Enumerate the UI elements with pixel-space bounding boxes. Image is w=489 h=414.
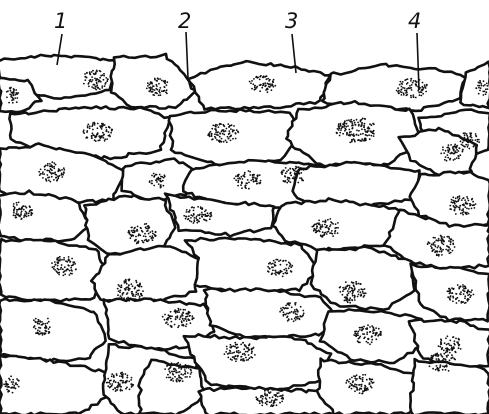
cell-outline [111,54,197,109]
cell-layer [0,54,489,414]
cell-outline [184,334,331,390]
cell-outline [317,359,421,414]
cell-outline [139,360,206,414]
cell-outline [185,238,321,293]
cell-outline [91,246,201,305]
label-1: 1 [54,9,67,33]
cell-outline [169,109,300,166]
cell-outline [311,247,415,310]
label-4: 4 [408,9,421,33]
label-2: 2 [178,9,191,33]
cell-outline [204,288,340,337]
cell-outline [0,299,106,362]
cell-outline [410,359,489,414]
leader-line-2 [186,32,188,78]
label-3: 3 [285,9,298,33]
